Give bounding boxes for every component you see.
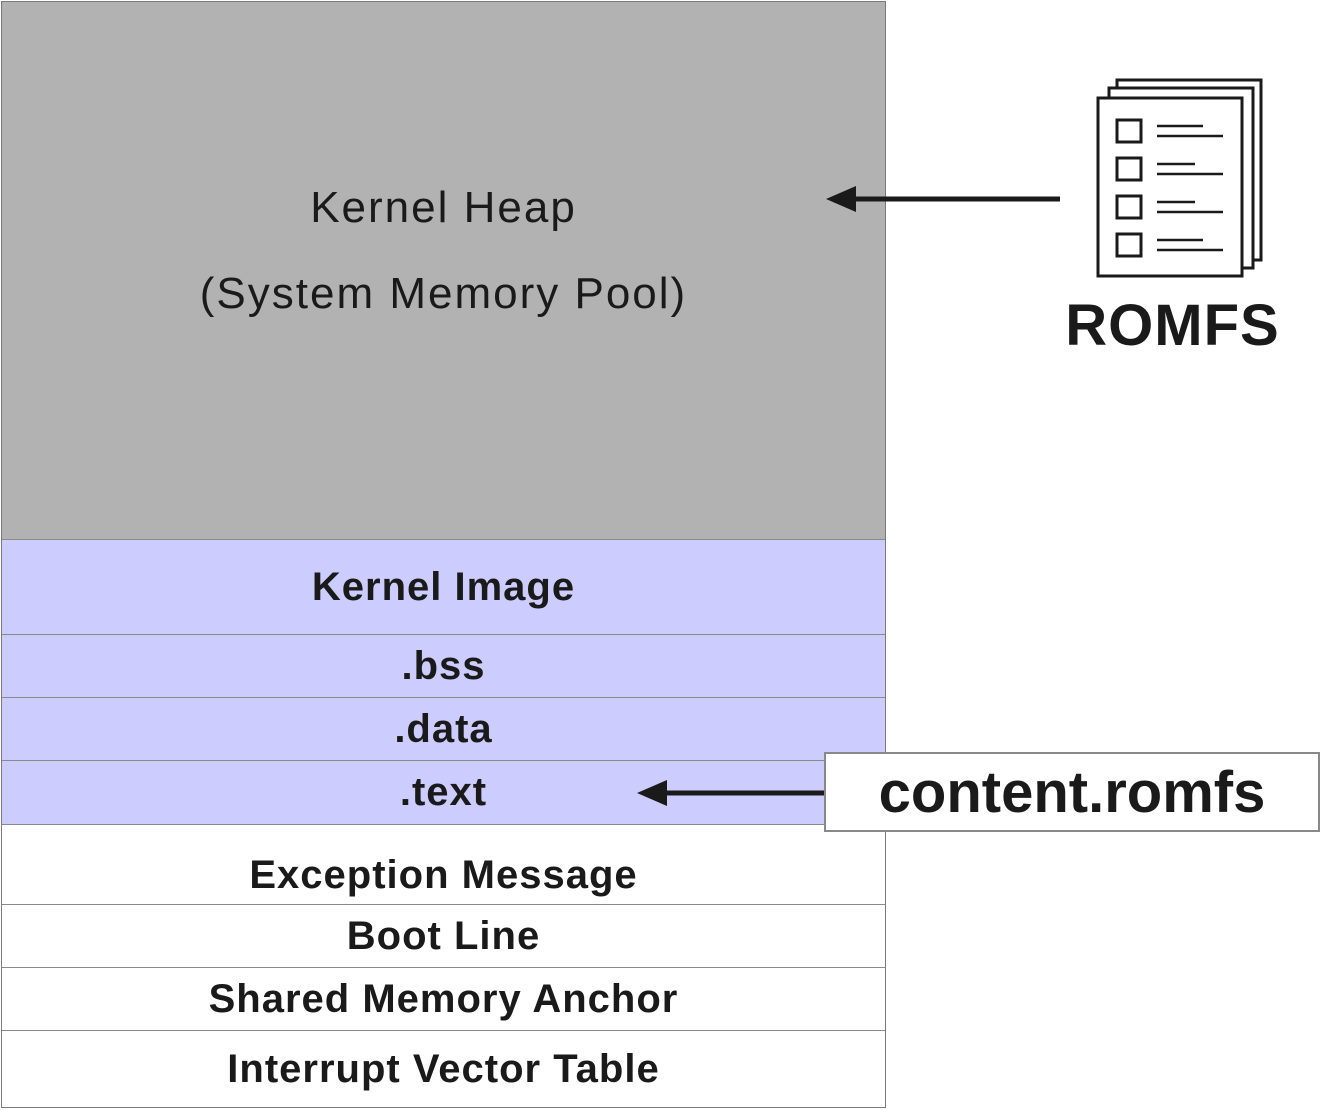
romfs-label: ROMFS: [1065, 293, 1280, 358]
bss-label: .bss: [401, 643, 486, 688]
interrupt-vector-table-label: Interrupt Vector Table: [227, 1046, 660, 1091]
exception-message-region: Exception Message: [2, 825, 885, 905]
data-section: .data: [2, 698, 885, 761]
content-romfs-label: content.romfs: [878, 759, 1266, 825]
data-label: .data: [394, 706, 493, 751]
interrupt-vector-table-region: Interrupt Vector Table: [2, 1031, 885, 1107]
system-memory-pool-label: (System Memory Pool): [199, 268, 688, 318]
kernel-heap-region: Kernel Heap (System Memory Pool): [2, 2, 885, 540]
boot-line-region: Boot Line: [2, 905, 885, 968]
document-stack-icon: [1096, 78, 1263, 278]
memory-map: Kernel Heap (System Memory Pool) Kernel …: [1, 1, 886, 1108]
kernel-image-label: Kernel Image: [311, 564, 576, 609]
content-romfs-box: content.romfs: [824, 752, 1320, 832]
boot-line-label: Boot Line: [346, 913, 541, 958]
text-label: .text: [399, 770, 488, 814]
bss-section: .bss: [2, 635, 885, 698]
exception-message-label: Exception Message: [249, 853, 638, 897]
kernel-heap-label: Kernel Heap: [310, 182, 577, 232]
shared-memory-anchor-label: Shared Memory Anchor: [208, 976, 679, 1021]
shared-memory-anchor-region: Shared Memory Anchor: [2, 968, 885, 1031]
kernel-image-header: Kernel Image: [2, 540, 885, 635]
